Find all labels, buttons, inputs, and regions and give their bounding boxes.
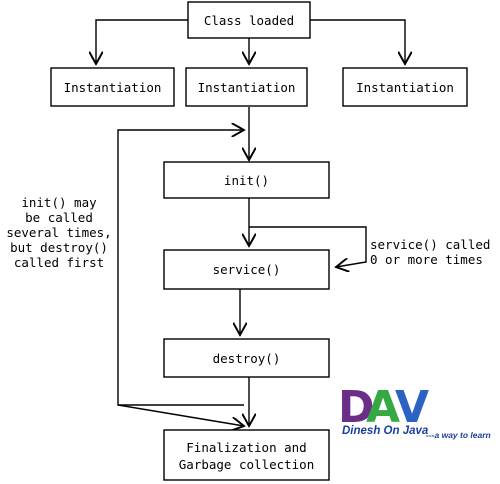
logo-letter-v: V (395, 382, 429, 433)
loop-note-line-5: called first (14, 255, 104, 270)
node-finalization-line-1: Finalization and (186, 440, 306, 455)
node-instantiation-right-label: Instantiation (356, 80, 454, 95)
node-instantiation-center-label: Instantiation (198, 80, 296, 95)
loop-note-line-1: init() may (21, 195, 97, 210)
logo-letter-d: D (338, 382, 375, 433)
node-finalization: Finalization and Garbage collection (163, 429, 330, 481)
arrow-service-loop (249, 226, 367, 267)
logo-tagline: ---a way to learn (426, 430, 491, 440)
node-finalization-line-2: Garbage collection (179, 457, 314, 472)
connectors (96, 19, 405, 426)
loop-note-line-4: but destroy() (10, 240, 108, 255)
node-init: init() (163, 161, 330, 199)
dav-logo: D A V Dinesh On Java ---a way to learn (338, 382, 491, 440)
node-destroy: destroy() (163, 338, 330, 378)
logo-letter-a: A (366, 382, 400, 433)
node-instantiation-left: Instantiation (50, 67, 175, 107)
node-init-label: init() (224, 173, 269, 188)
node-class-loaded-label: Class loaded (204, 13, 294, 28)
arrow-loop-back-to-init (117, 130, 244, 406)
node-instantiation-left-label: Instantiation (64, 80, 162, 95)
logo-name: Dinesh On Java (342, 425, 429, 437)
service-note-line-2: 0 or more times (370, 252, 483, 267)
node-destroy-label: destroy() (213, 351, 281, 366)
arrow-loop-down-to-finalization (117, 404, 244, 426)
node-service-label: service() (213, 262, 281, 277)
node-instantiation-center: Instantiation (185, 67, 308, 107)
loop-note-line-3: several times, (6, 225, 111, 240)
node-instantiation-right: Instantiation (342, 67, 468, 107)
node-service: service() (163, 249, 330, 290)
service-note-line-1: service() called (370, 237, 490, 252)
service-note: service() called 0 or more times (370, 237, 490, 267)
loop-note-line-2: be called (25, 210, 93, 225)
loop-note: init() may be called several times, but … (6, 195, 111, 270)
arrow-class-to-instantiation-right (310, 19, 405, 64)
arrow-class-to-instantiation-left (96, 19, 188, 64)
node-class-loaded: Class loaded (187, 1, 311, 39)
